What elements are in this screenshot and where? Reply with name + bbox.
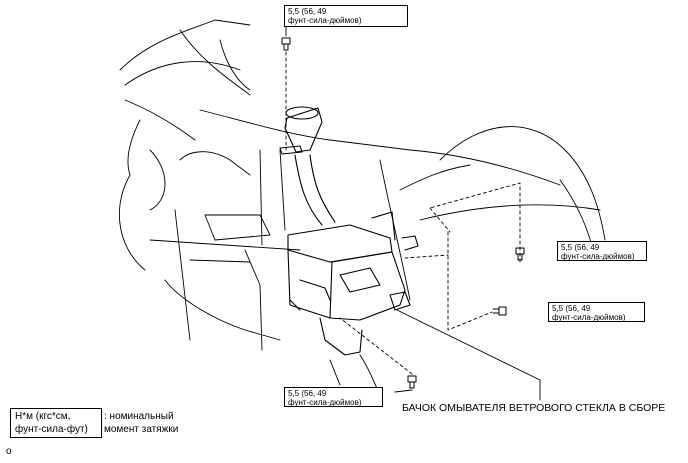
bolt-top [281,37,291,51]
vehicle-body-outline [118,19,606,396]
washer-tank [287,211,419,356]
torque-unit: фунт-сила-дюймов) [288,398,362,407]
torque-callout-right-upper: 5,5 (56, 49 фунт-сила-дюймов) [557,241,647,261]
legend-unit-line1: Н*м (кгс*см, [15,411,71,422]
leader-lines [285,15,541,401]
legend-desc-line2: момент затяжки [104,424,179,435]
torque-callout-bottom: 5,5 (56, 49 фунт-сила-дюймов) [284,387,383,407]
legend-unit-line2: фунт-сила-фут) [15,424,88,435]
legend-unit-box: Н*м (кгс*см, фунт-сила-фут) [10,408,102,438]
part-name-label: БАЧОК ОМЫВАТЕЛЯ ВЕТРОВОГО СТЕКЛА В СБОРЕ [402,402,666,414]
torque-callout-right-lower: 5,5 (56, 49 фунт-сила-дюймов) [548,302,645,322]
alignment-dashes [285,51,521,375]
bolt-bottom [407,375,417,389]
figure-id: o [6,446,12,457]
legend-desc-line1: : номинальный [104,411,174,422]
bolt-right-lower [492,306,507,316]
torque-value: 5,5 (56, 49 [561,243,600,252]
torque-unit: фунт-сила-дюймов) [288,16,362,25]
torque-callout-top: 5,5 (56, 49 фунт-сила-дюймов) [284,5,408,27]
legend-description: : номинальный момент затяжки [104,410,178,436]
torque-value: 5,5 (56, 49 [552,304,591,313]
torque-value: 5,5 (56, 49 [288,7,327,16]
torque-unit: фунт-сила-дюймов) [552,313,626,322]
torque-value: 5,5 (56, 49 [288,389,327,398]
filler-neck [279,106,336,226]
torque-unit: фунт-сила-дюймов) [561,252,635,261]
